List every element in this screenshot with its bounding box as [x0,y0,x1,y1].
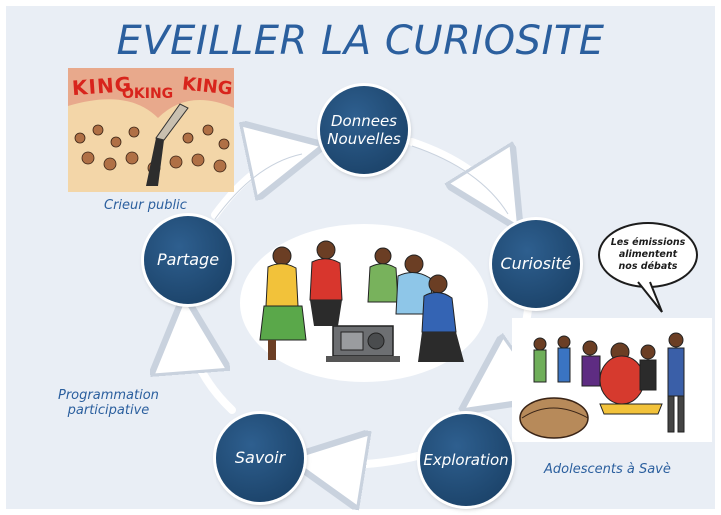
node-savoir: Savoir [216,414,304,502]
caption-programmation-line-2: participative [67,403,150,418]
caption-crieur-public: Crieur public [104,198,187,213]
node-donnees-nouvelles: Donnees Nouvelles [320,86,408,174]
adolescents-illustration [512,318,712,442]
node-donnees-line-2: Nouvelles [327,130,401,148]
speech-bubble: Les émissions alimentent nos débats [598,222,698,288]
node-savoir-label: Savoir [234,448,286,468]
speech-bubble-line-1: Les émissions [610,237,686,249]
node-curiosite-label: Curiosité [500,254,572,274]
node-curiosite: Curiosité [492,220,580,308]
node-exploration-label: Exploration [423,451,509,469]
speech-bubble-line-2: alimentent [618,249,678,261]
crieur-public-illustration: KING OKING KING [68,68,234,192]
central-group-illustration [238,222,490,384]
node-donnees-line-1: Donnees [330,112,397,130]
arrow-donnees-to-curiosite [408,138,508,210]
caption-programmation-participative: Programmation participative [58,388,159,418]
banner-text-2: OKING [122,86,174,102]
caption-adolescents-save: Adolescents à Savè [544,462,671,477]
arrow-exploration-to-savoir [310,455,426,465]
arrow-partage-to-donnees [211,150,302,219]
node-partage-label: Partage [156,250,220,270]
arrow-savoir-to-partage [186,318,236,414]
node-exploration: Exploration [420,414,512,506]
speech-bubble-line-3: nos débats [618,260,678,272]
caption-programmation-line-1: Programmation [58,388,159,403]
page-title: EVEILLER LA CURIOSITE [116,18,605,64]
node-partage: Partage [144,216,232,304]
